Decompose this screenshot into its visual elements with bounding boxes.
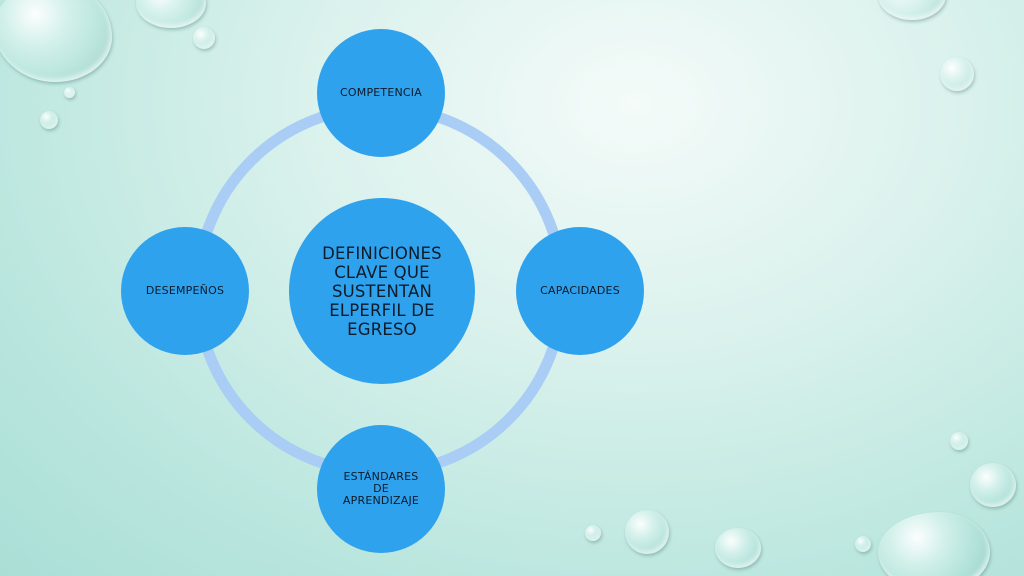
water-drop-icon [64,87,75,98]
node-label: DESEMPEÑOS [145,284,225,297]
water-drop-icon [950,432,968,450]
water-drop-icon [136,0,206,28]
water-drop-icon [585,525,601,541]
water-drop-icon [940,57,974,91]
water-drop-icon [0,0,112,82]
center-node: DEFINICIONES CLAVE QUE SUSTENTAN ELPERFI… [289,198,475,384]
water-drop-icon [855,536,871,552]
water-drop-icon [625,510,669,554]
node-label: CAPACIDADES [540,284,620,297]
center-node-label: DEFINICIONES CLAVE QUE SUSTENTAN ELPERFI… [322,243,442,339]
water-drop-icon [878,512,990,576]
node-competencia: COMPETENCIA [317,29,445,157]
water-drop-icon [715,528,761,568]
node-estandares-de-aprendizaje: ESTÁNDARES DE APRENDIZAJE [317,425,445,553]
node-label: ESTÁNDARES DE APRENDIZAJE [342,470,420,507]
node-desempenos: DESEMPEÑOS [121,227,249,355]
water-drop-icon [878,0,946,20]
node-label: COMPETENCIA [340,86,422,99]
node-capacidades: CAPACIDADES [516,227,644,355]
water-drop-icon [40,111,58,129]
water-drop-icon [970,463,1016,507]
water-drop-icon [193,27,215,49]
